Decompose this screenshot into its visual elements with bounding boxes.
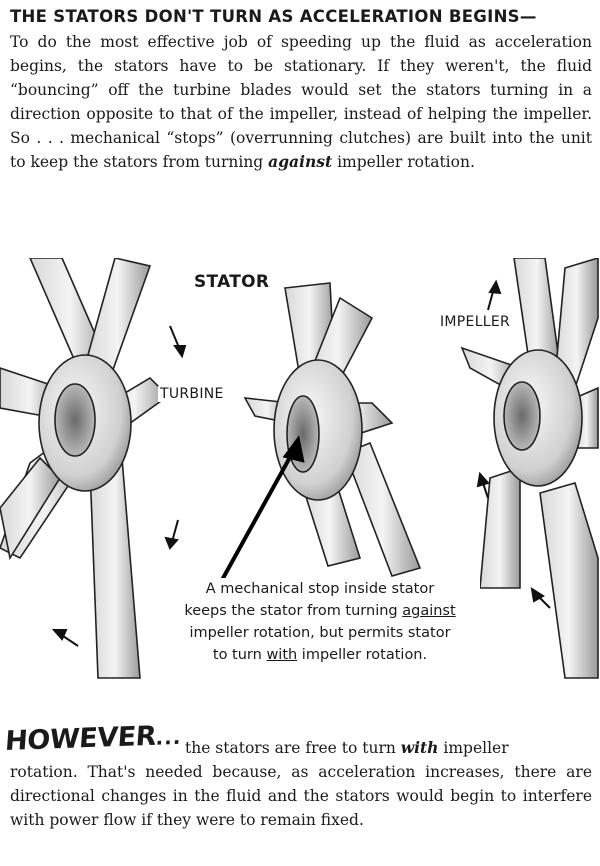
- pointer-arrow: [220, 435, 305, 581]
- caption-line-3: impeller rotation, but permits stator: [189, 625, 451, 641]
- torque-converter-drawing: [0, 258, 599, 679]
- caption-underline-against: against: [402, 603, 456, 619]
- stator-assembly: [243, 282, 422, 577]
- however-dots: ...: [155, 724, 183, 750]
- caption-line-1: A mechanical stop inside stator: [205, 581, 435, 597]
- turbine-assembly: [0, 258, 170, 679]
- figure-caption: A mechanical stop inside stator keeps th…: [160, 578, 480, 666]
- outro-first-line: the stators are free to turn with impell…: [185, 738, 509, 757]
- intro-paragraph: To do the most effective job of speeding…: [10, 30, 592, 174]
- section-heading: THE STATORS DON'T TURN AS ACCELERATION B…: [10, 7, 537, 26]
- outro-emphasis: with: [400, 738, 439, 757]
- caption-line-4: to turn with impeller rotation.: [212, 647, 428, 663]
- outro-paragraph: rotation. That's needed because, as acce…: [10, 763, 592, 829]
- rotation-arrows: [51, 279, 551, 647]
- stator-illustration: STATOR TURBINE IMPELLER A mechanical sto…: [0, 258, 600, 688]
- intro-text-2: impeller rotation.: [332, 153, 475, 171]
- caption-underline-with: with: [266, 647, 298, 663]
- label-stator: STATOR: [194, 272, 270, 292]
- however-word: HOWEVER: [4, 720, 158, 757]
- label-impeller: IMPELLER: [438, 314, 513, 330]
- intro-text-1: To do the most effective job of speeding…: [10, 33, 592, 171]
- impeller-assembly: [460, 258, 599, 679]
- label-turbine: TURBINE: [158, 386, 226, 402]
- intro-emphasis: against: [268, 152, 333, 171]
- however-lettering: HOWEVER...: [4, 720, 183, 757]
- caption-line-2: keeps the stator from turning against: [184, 603, 456, 619]
